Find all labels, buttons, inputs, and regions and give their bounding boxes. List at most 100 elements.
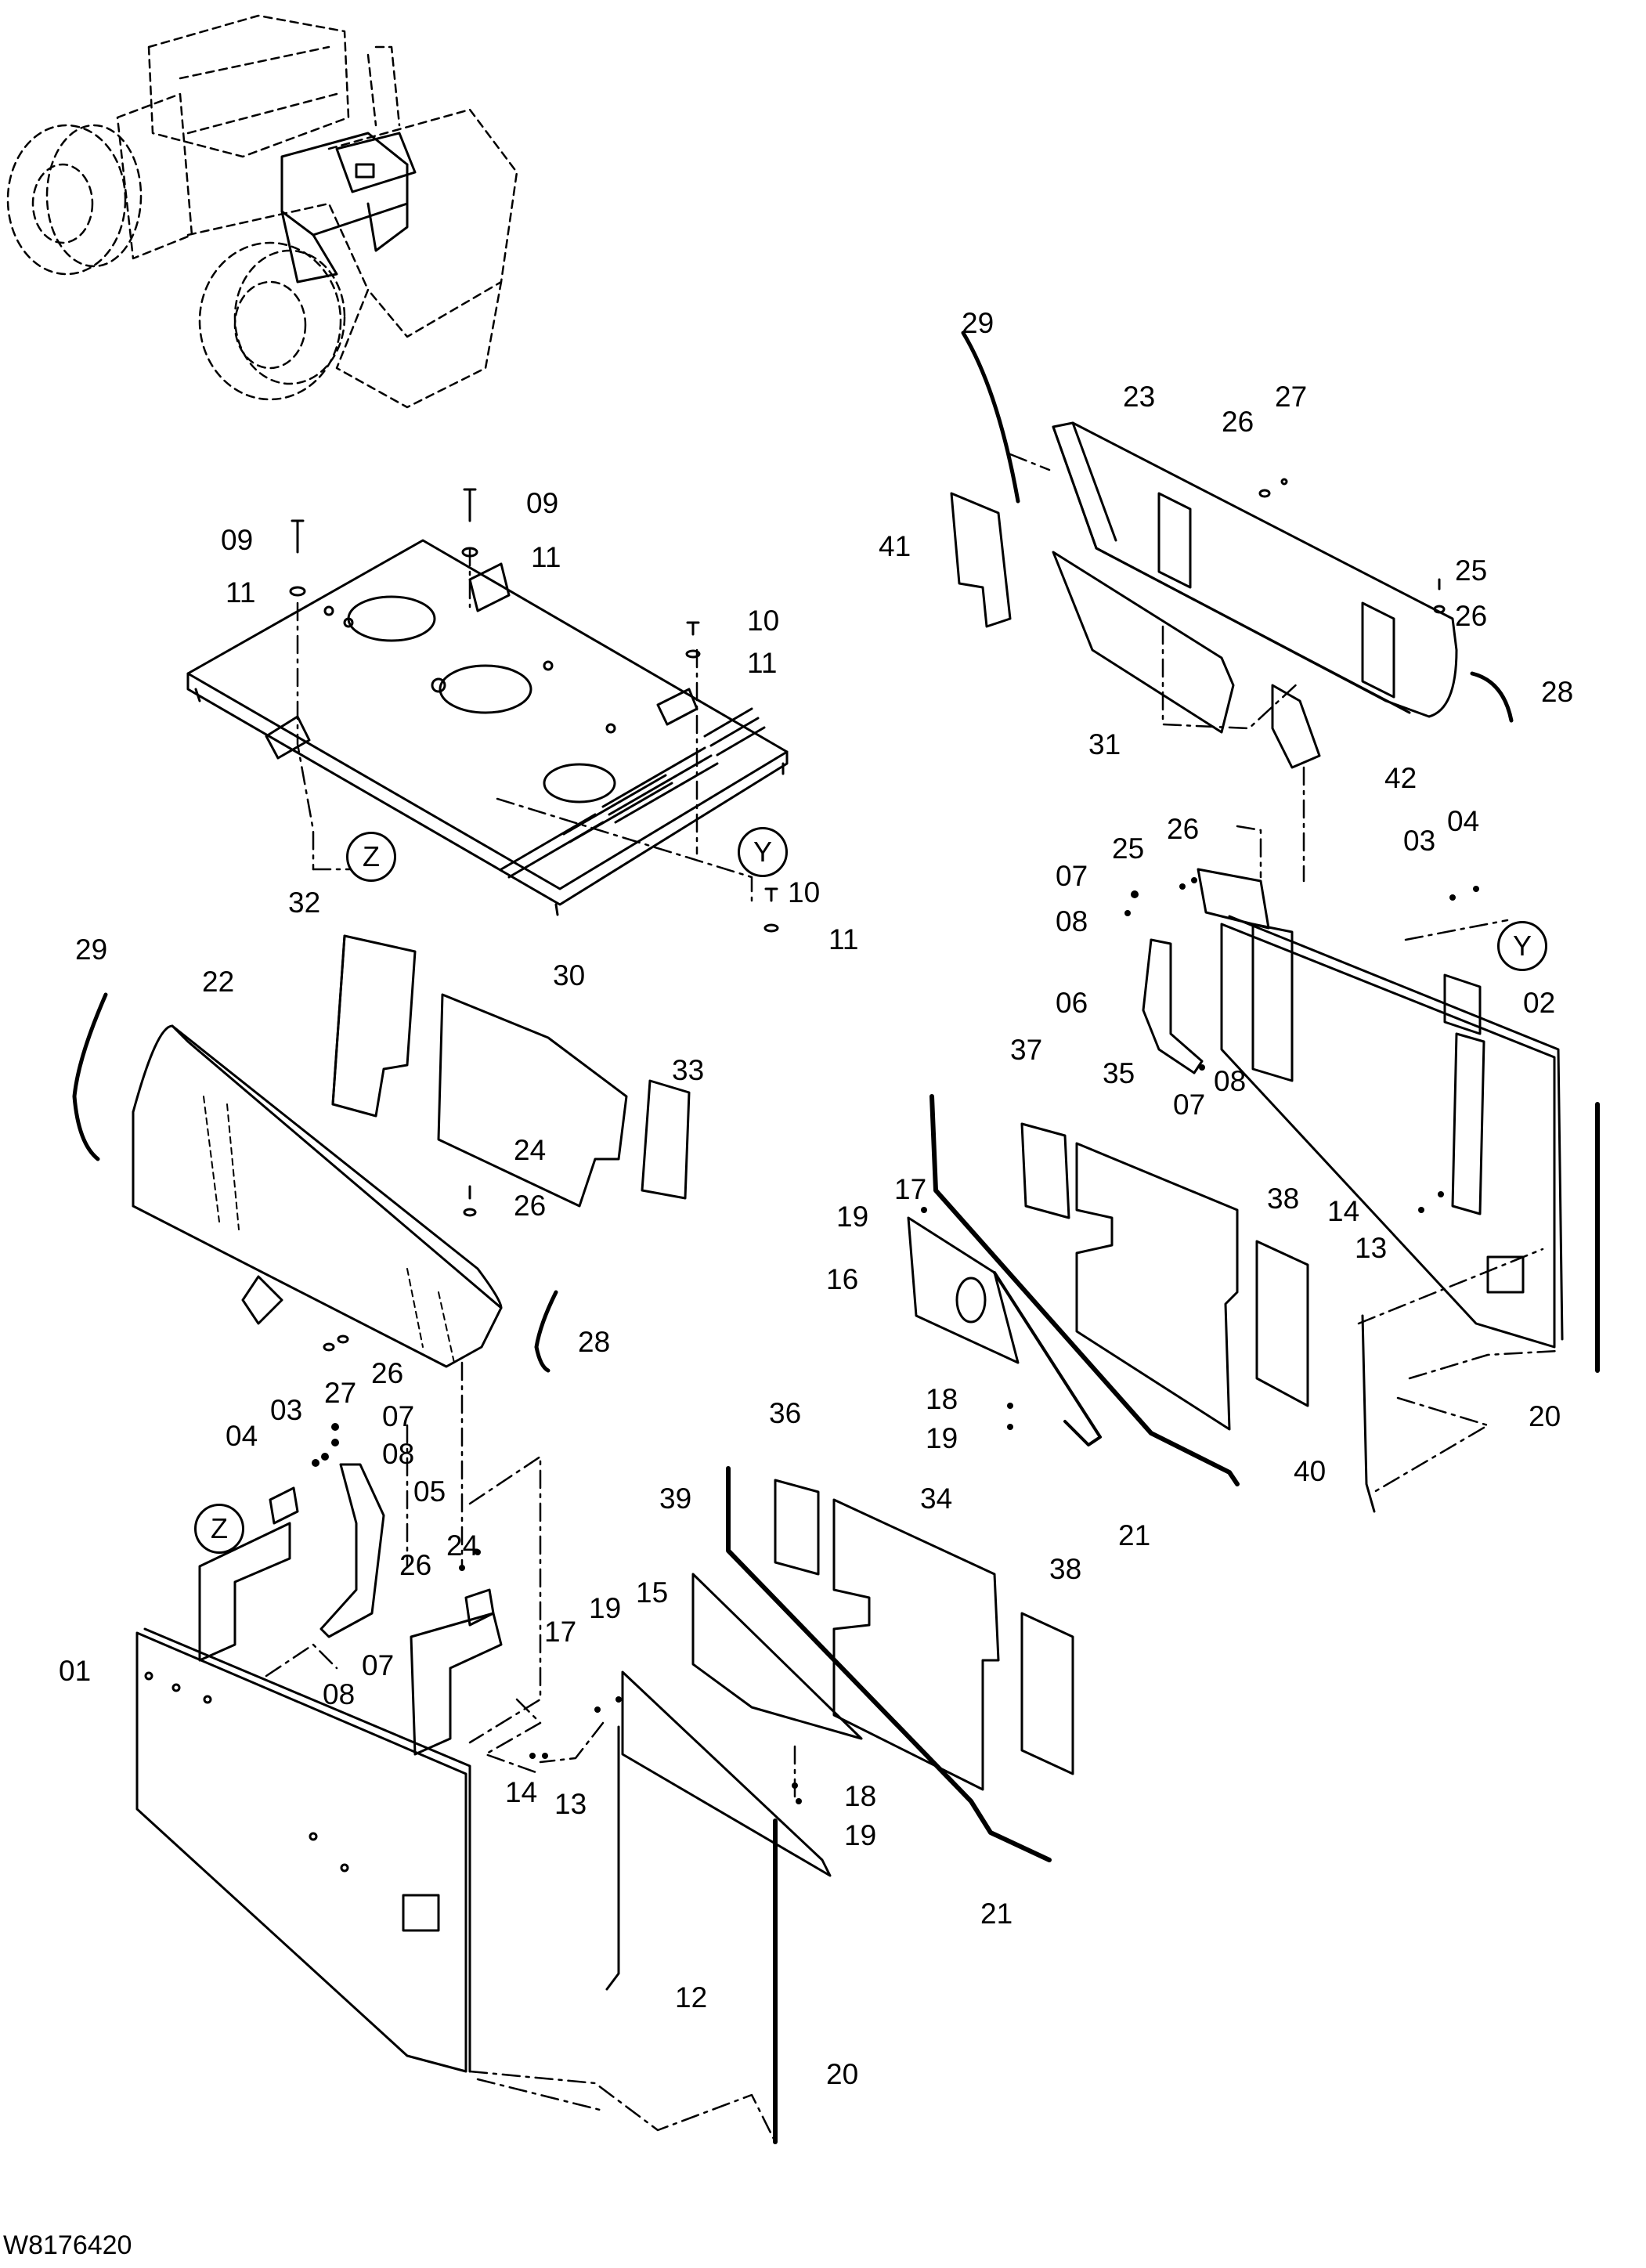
lock-rod-40 xyxy=(1361,1314,1376,1513)
part-label-03: 03 xyxy=(1403,825,1436,857)
view-marker-z-top: Z xyxy=(346,832,396,882)
right-panel-leader-lines xyxy=(1236,825,1560,1493)
rubber-29-left xyxy=(72,992,108,1161)
hinge-bracket-left xyxy=(198,1486,503,1756)
insulation-35 xyxy=(1075,1142,1239,1431)
part-label-26: 26 xyxy=(399,1549,432,1581)
side-cover-22 xyxy=(132,1024,503,1368)
part-label-19: 19 xyxy=(926,1422,958,1454)
view-marker-y-top: Y xyxy=(738,827,788,877)
part-label-13: 13 xyxy=(1355,1232,1388,1264)
part-label-09: 09 xyxy=(221,524,254,556)
part-label-10: 10 xyxy=(747,605,780,637)
rear-cover-leader-lines xyxy=(1009,453,1305,883)
part-label-02: 02 xyxy=(1523,987,1556,1019)
part-label-21: 21 xyxy=(1118,1519,1151,1551)
washer-11-bottom xyxy=(763,923,779,933)
part-label-42: 42 xyxy=(1384,762,1417,794)
bracket-06 xyxy=(1142,938,1204,1074)
part-label-07: 07 xyxy=(1173,1089,1206,1121)
part-label-26: 26 xyxy=(1455,600,1488,632)
part-label-36: 36 xyxy=(769,1397,802,1429)
part-label-28: 28 xyxy=(1541,676,1574,708)
part-label-13: 13 xyxy=(554,1788,587,1820)
part-label-40: 40 xyxy=(1294,1455,1327,1487)
part-label-20: 20 xyxy=(1529,1400,1561,1432)
part-label-14: 14 xyxy=(505,1776,538,1808)
part-label-25: 25 xyxy=(1112,832,1145,865)
bolt-09-right xyxy=(463,488,477,522)
bracket-15 xyxy=(621,1670,832,1877)
part-label-24: 24 xyxy=(514,1134,547,1166)
part-label-39: 39 xyxy=(659,1483,692,1515)
bracket-16 xyxy=(907,1216,1020,1364)
side-panel-01 xyxy=(135,1627,471,2073)
washer-11-left xyxy=(289,586,306,597)
part-label-01: 01 xyxy=(59,1655,92,1687)
bolt-27-right xyxy=(1280,478,1288,486)
washer-11-top xyxy=(685,649,701,659)
part-label-18: 18 xyxy=(926,1383,958,1415)
part-label-34: 34 xyxy=(920,1483,953,1515)
part-label-23: 23 xyxy=(1123,381,1156,413)
part-label-17: 17 xyxy=(544,1616,577,1648)
part-label-19: 19 xyxy=(589,1592,622,1624)
machine-location-thumbnail xyxy=(6,14,518,409)
insulation-41 xyxy=(950,492,1012,628)
rubber-28-left xyxy=(534,1290,558,1373)
lock-rod-12 xyxy=(605,1725,620,1991)
washer-26-right xyxy=(1258,489,1271,498)
insulation-30 xyxy=(437,993,628,1208)
part-label-07: 07 xyxy=(382,1400,415,1432)
seal-21-right xyxy=(929,1094,1240,1486)
part-label-33: 33 xyxy=(672,1054,705,1086)
seal-21-right-strip xyxy=(993,1271,1102,1446)
part-label-35: 35 xyxy=(1103,1057,1135,1089)
part-label-32: 32 xyxy=(288,887,321,919)
part-label-26: 26 xyxy=(1222,406,1254,438)
insulation-36 xyxy=(774,1479,820,1576)
part-label-18: 18 xyxy=(844,1780,877,1812)
part-label-07: 07 xyxy=(1056,860,1088,892)
part-label-08: 08 xyxy=(382,1438,415,1470)
part-label-27: 27 xyxy=(324,1377,357,1409)
washer-26-right-2 xyxy=(1433,605,1446,614)
part-label-24: 24 xyxy=(446,1529,479,1562)
part-label-21: 21 xyxy=(980,1898,1013,1930)
part-label-09: 09 xyxy=(526,487,559,519)
insulation-38-right xyxy=(1255,1240,1309,1407)
part-label-20: 20 xyxy=(826,2058,859,2090)
bolt-10-top xyxy=(686,621,700,636)
part-label-11: 11 xyxy=(747,647,778,679)
part-label-38: 38 xyxy=(1049,1553,1082,1585)
part-label-28: 28 xyxy=(578,1326,611,1358)
part-label-15: 15 xyxy=(636,1576,669,1609)
part-label-26: 26 xyxy=(1167,813,1200,845)
part-label-22: 22 xyxy=(202,966,235,998)
washer-27-26-left xyxy=(323,1334,349,1352)
insulation-33 xyxy=(641,1079,691,1200)
part-label-03: 03 xyxy=(270,1394,303,1426)
bracket-05 xyxy=(319,1463,385,1638)
part-label-08: 08 xyxy=(323,1678,356,1710)
part-label-41: 41 xyxy=(879,530,911,562)
part-label-12: 12 xyxy=(675,1981,708,2013)
top-cover-plate xyxy=(186,539,789,916)
rear-cover-23 xyxy=(1052,421,1458,718)
rubber-28-right xyxy=(1470,671,1514,723)
part-label-25: 25 xyxy=(1455,554,1488,587)
view-marker-z-bottom: Z xyxy=(194,1504,244,1554)
insulation-32 xyxy=(331,934,417,1118)
seal-21-left xyxy=(726,1466,1052,1862)
part-label-11: 11 xyxy=(828,923,859,955)
part-label-29: 29 xyxy=(962,307,994,339)
bracket-39 xyxy=(691,1573,863,1740)
part-label-11: 11 xyxy=(531,541,561,573)
part-label-08: 08 xyxy=(1056,905,1088,937)
view-marker-y-right: Y xyxy=(1497,921,1547,971)
machine-highlighted-panel-area xyxy=(280,132,417,284)
part-label-30: 30 xyxy=(553,959,586,991)
insulation-31 xyxy=(1052,551,1235,734)
insulation-42 xyxy=(1271,684,1321,769)
